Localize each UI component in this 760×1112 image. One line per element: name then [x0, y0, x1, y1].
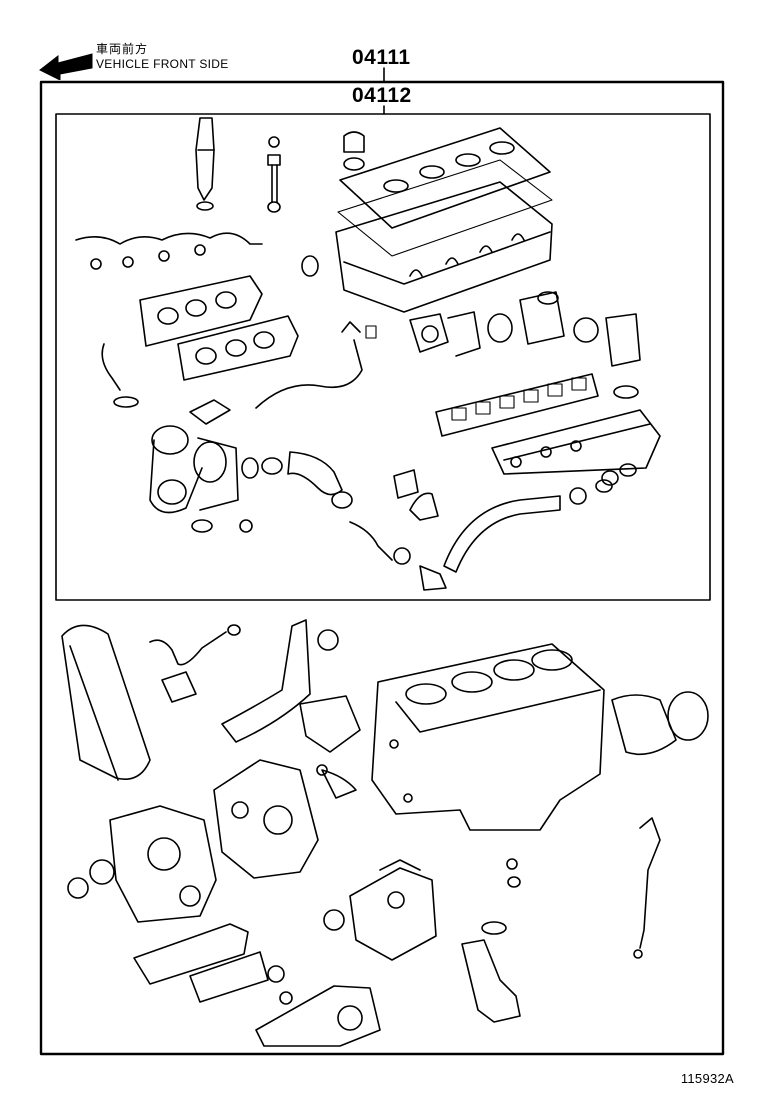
front-oil-seal [89, 859, 115, 885]
lower-parts-group [61, 619, 709, 1047]
cylinder-head-cover [337, 127, 553, 257]
egr-valve [409, 291, 641, 367]
oil-filler-cap [343, 131, 365, 171]
exhaust-manifold-gasket-2 [177, 315, 299, 381]
inner-kit-frame [55, 113, 711, 601]
intake-manifold-gasket [435, 373, 599, 437]
timing-gear-case [213, 759, 319, 879]
water-pump-gasket [299, 695, 361, 753]
part-number-outer-kit[interactable]: 04111 [352, 46, 411, 69]
rear-oil-seal [667, 691, 709, 741]
oil-filter-bracket [255, 985, 381, 1047]
cylinder-block [371, 643, 605, 831]
oil-dipstick [639, 817, 661, 949]
vacuum-hose [255, 339, 363, 409]
intake-manifold [491, 409, 661, 475]
oil-cooler [189, 951, 269, 1003]
oil-cooler-gasket [133, 923, 249, 985]
water-hose [349, 521, 393, 561]
turbocharger [149, 425, 239, 514]
thermostat-housing [409, 492, 439, 521]
cylinder-head-bolt [267, 136, 281, 213]
arrow-left-icon [39, 53, 93, 80]
turbo-flange-gasket [191, 519, 213, 533]
part-number-inner-kit[interactable]: 04112 [352, 84, 412, 107]
injector [195, 117, 215, 211]
oil-strainer [461, 939, 521, 1023]
vehicle-front-label: VEHICLE FRONT SIDE [96, 57, 229, 71]
small-gasket [321, 769, 357, 799]
sensor-bracket [161, 671, 197, 703]
timing-belt-cover [61, 624, 151, 781]
oil-tube [101, 343, 121, 391]
oil-seal-retainer [611, 694, 677, 756]
water-outlet-gasket [393, 469, 419, 499]
seal-ring [301, 255, 319, 277]
oil-pump-cover [109, 805, 217, 923]
coolant-pipe [221, 619, 311, 743]
sensor-wire [149, 631, 227, 666]
diagram-code: 115932A [680, 1071, 734, 1086]
turbo-gasket [189, 399, 231, 425]
injection-pump [349, 859, 437, 961]
exhaust-pipe [287, 451, 343, 496]
exhaust-manifold-gasket [139, 275, 263, 347]
outer-kit-frame [39, 80, 725, 1056]
water-bypass-pipe [443, 495, 561, 573]
vehicle-front-label-jp: 車両前方 [96, 42, 149, 56]
cylinder-head [335, 181, 553, 313]
glow-plug-connector [75, 232, 263, 245]
upper-parts-group [75, 117, 661, 591]
